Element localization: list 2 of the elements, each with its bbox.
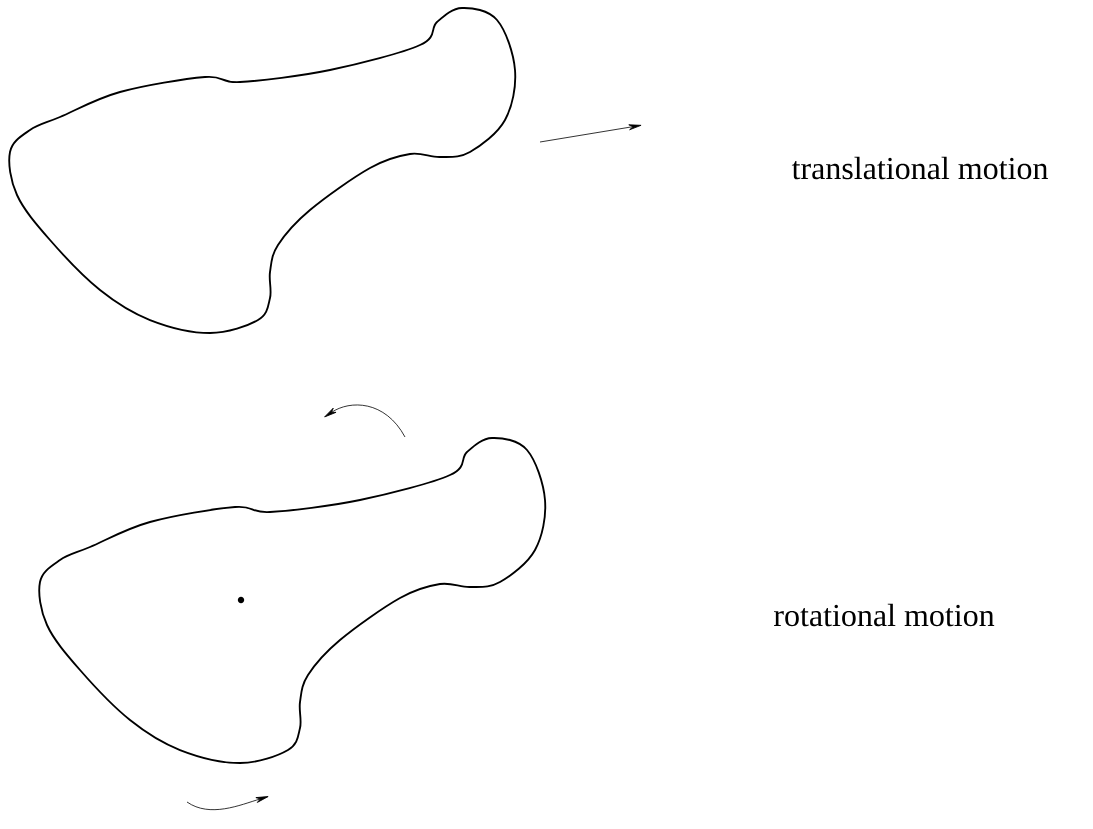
motion-label: translational motion [791,156,1048,180]
motion-label: rotational motion [774,603,995,627]
